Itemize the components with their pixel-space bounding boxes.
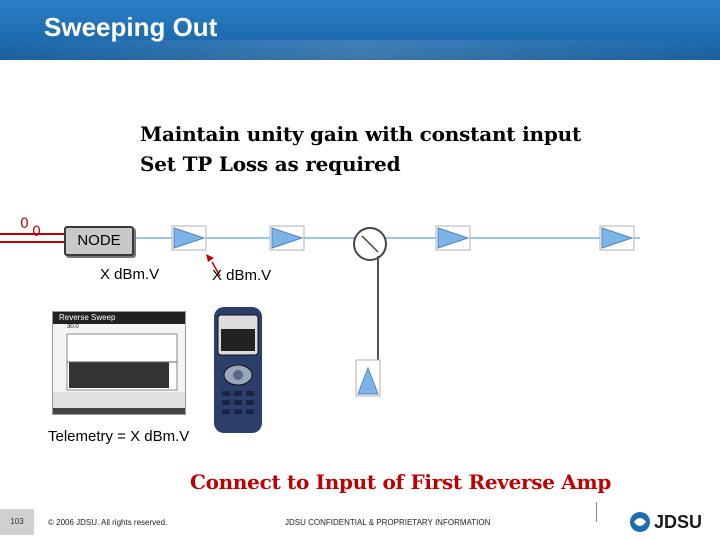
title-bar: Sweeping Out	[0, 0, 720, 60]
fiber-input-icon: 0 0	[0, 216, 64, 243]
jdsu-logo: JDSU	[628, 510, 712, 534]
subtitle-line-1: Maintain unity gain with constant input	[140, 122, 581, 146]
amplifier-icon[interactable]	[269, 225, 305, 251]
telemetry-label: Telemetry = X dBm.V	[48, 428, 190, 445]
callout-text: Connect to Input of First Reverse Amp	[190, 470, 612, 494]
amplifier-icon[interactable]	[355, 359, 381, 397]
copyright-text: © 2006 JDSU. All rights reserved.	[48, 518, 168, 527]
logo-text: JDSU	[654, 512, 703, 532]
pointer-arrow	[211, 261, 221, 277]
amplifier-icon[interactable]	[171, 225, 207, 251]
amplifier-icon[interactable]	[435, 225, 471, 251]
arrow-head-icon	[206, 254, 214, 262]
sweep-marker: 30.0	[67, 324, 79, 330]
subtitle-line-2: Set TP Loss as required	[140, 152, 401, 176]
level-right-label: X dBm.V	[212, 267, 272, 284]
splitter-icon	[353, 227, 387, 261]
svg-text:0: 0	[20, 216, 29, 232]
header-swoosh	[0, 40, 720, 60]
sweep-trace	[53, 333, 185, 414]
amplifier-icon[interactable]	[599, 225, 635, 251]
confidential-text: JDSU CONFIDENTIAL & PROPRIETARY INFORMAT…	[285, 518, 491, 527]
node-box[interactable]: NODE	[64, 226, 134, 256]
meter-icon	[214, 307, 262, 433]
level-left-label: X dBm.V	[100, 266, 160, 283]
sweep-header: Reverse Sweep	[53, 312, 185, 324]
footer-separator	[596, 502, 597, 522]
jdsu-logo-icon	[630, 512, 650, 532]
page-number: 103	[0, 509, 34, 535]
sweep-screen: Reverse Sweep 30.0	[52, 311, 186, 415]
slide-title: Sweeping Out	[44, 12, 218, 42]
svg-text:0: 0	[32, 224, 41, 240]
